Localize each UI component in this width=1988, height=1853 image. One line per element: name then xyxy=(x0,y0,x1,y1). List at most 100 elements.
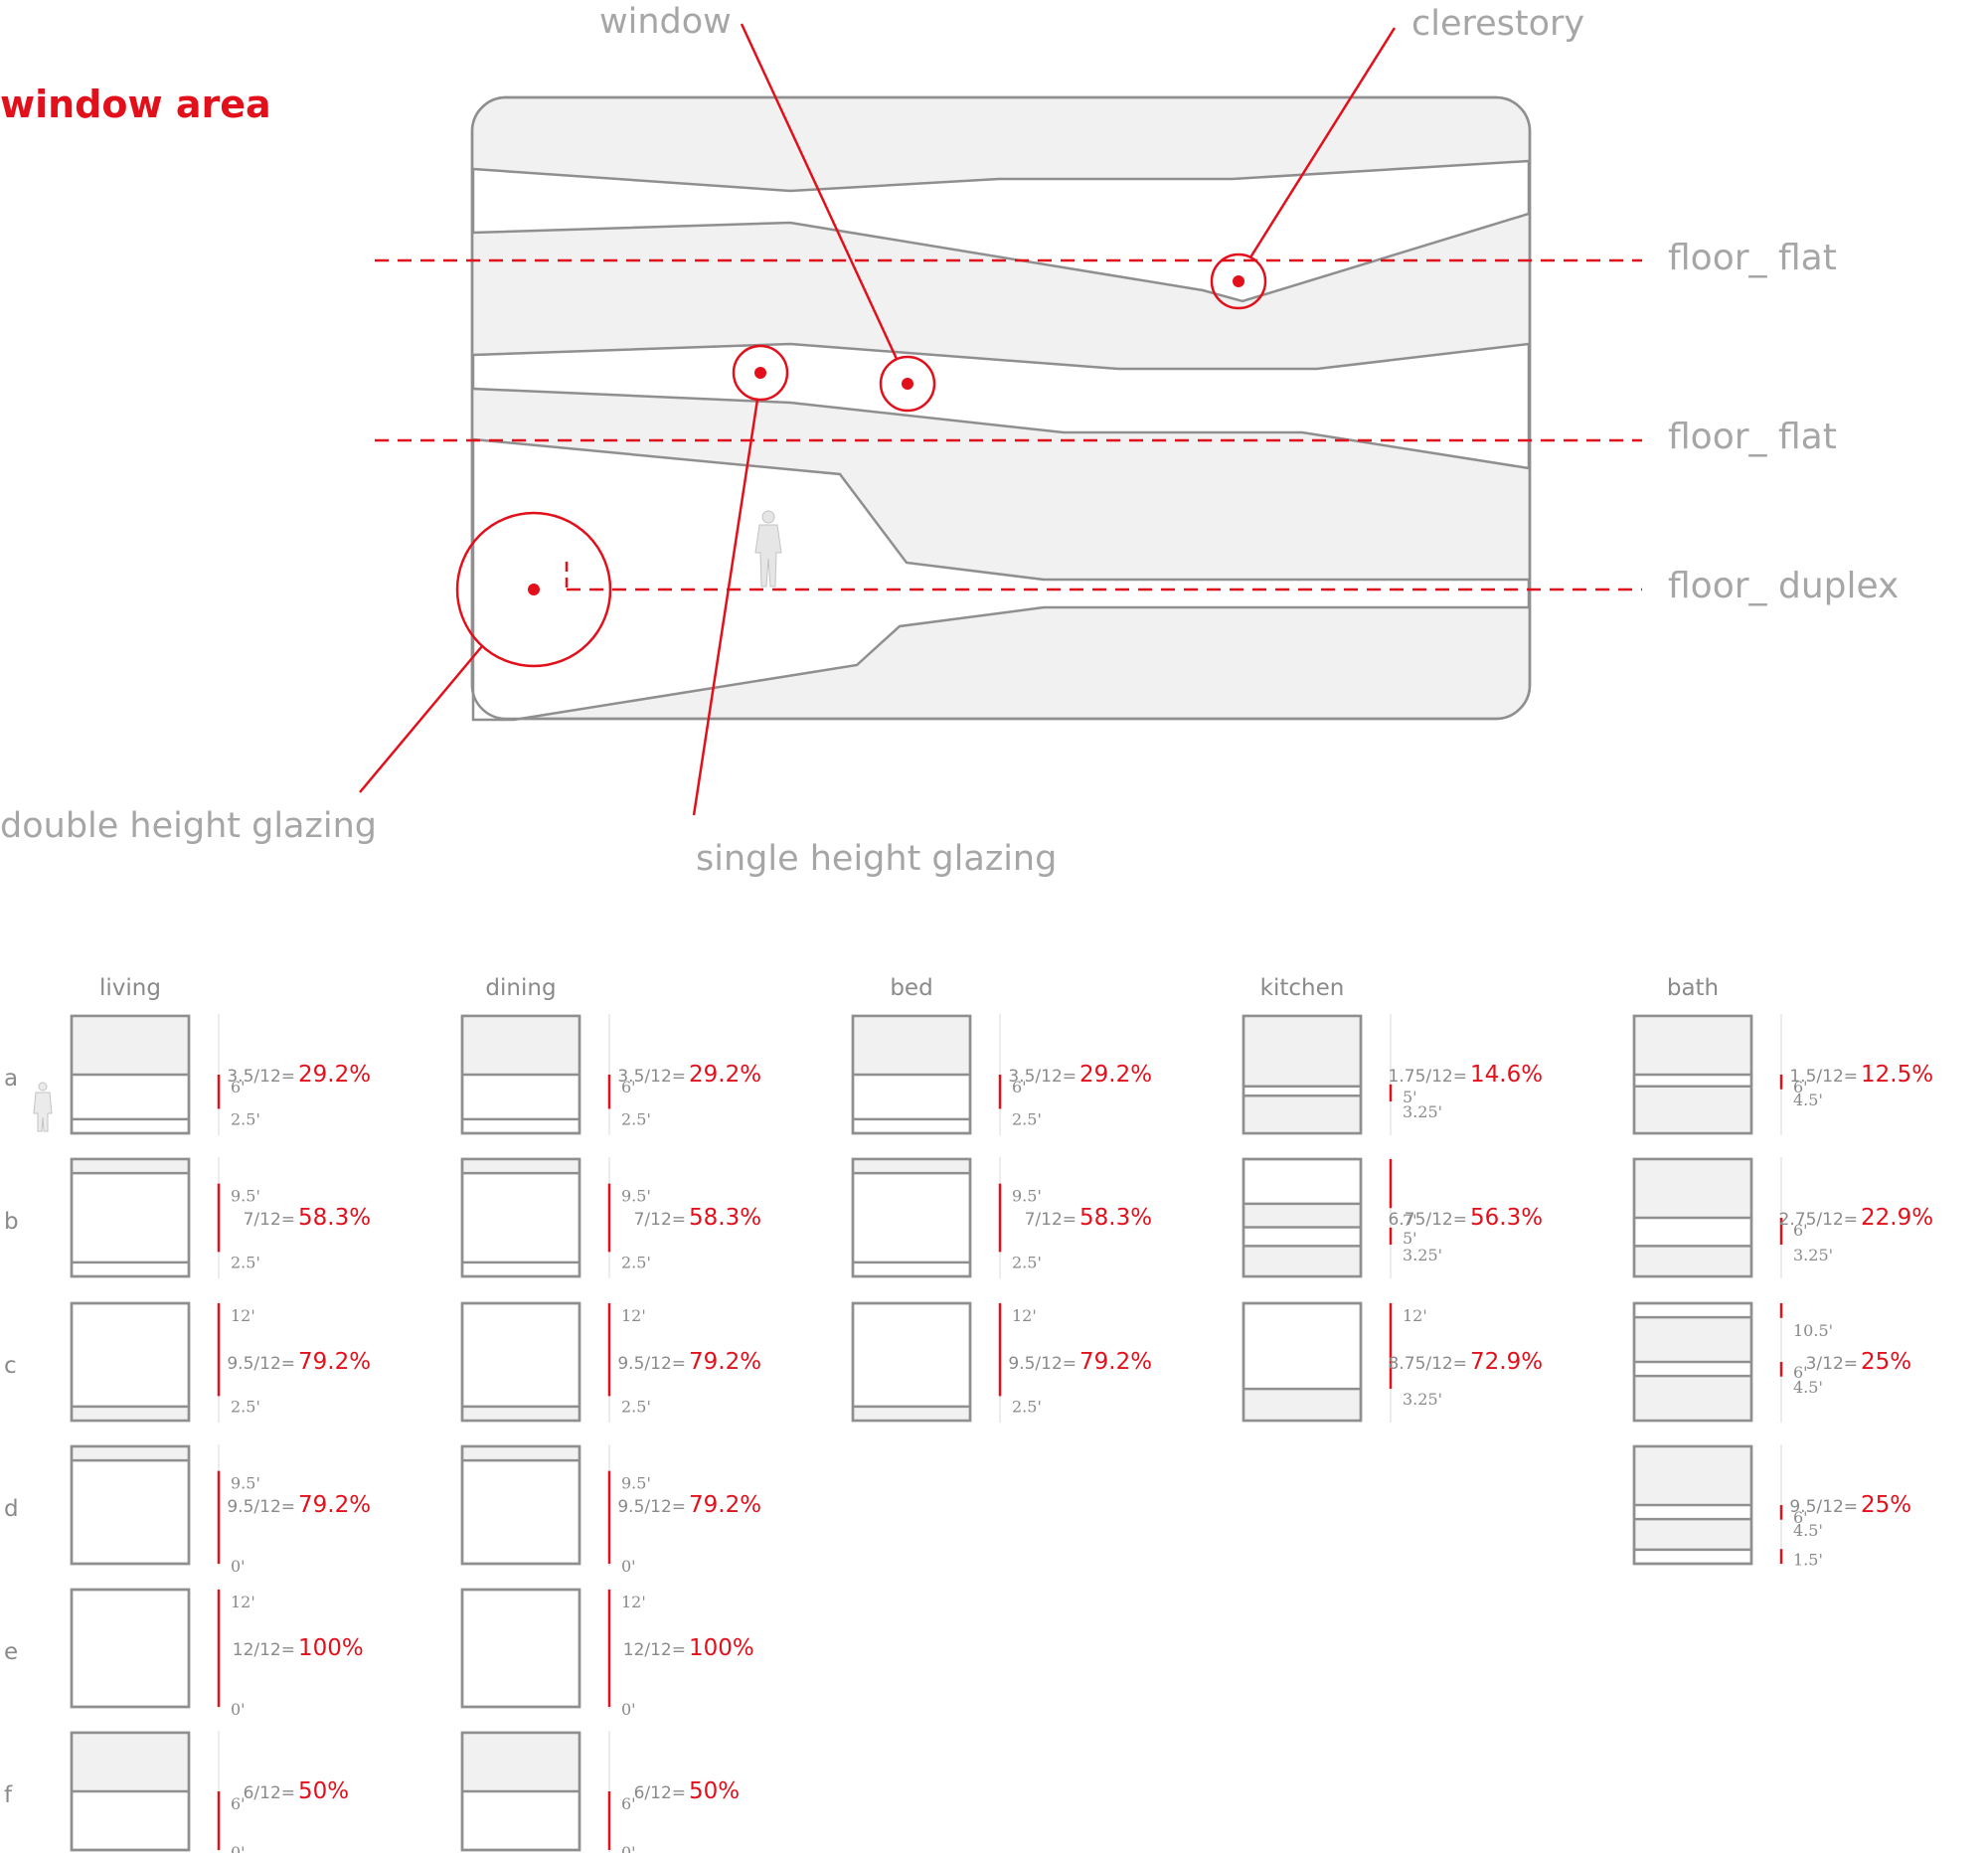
glazing-percent: 14.6% xyxy=(1470,1062,1543,1088)
room-elevation-outline xyxy=(70,1731,191,1852)
mid-dimension: 5' xyxy=(1403,1229,1417,1248)
room-elevation-outline xyxy=(851,1301,972,1423)
wall-band xyxy=(1635,1520,1750,1550)
ratio-formula: 9.5/12= xyxy=(1008,1354,1077,1374)
bottom-dimension: 3.25' xyxy=(1793,1246,1833,1264)
cell-bed-b: 9.5'2.5'7/12=58.3% xyxy=(851,1157,1152,1278)
wall-band xyxy=(463,1447,579,1461)
cell-bath-a: 6'4.5'1.5/12=12.5% xyxy=(1632,1014,1933,1135)
wall-band xyxy=(463,1407,579,1421)
glazing-percent: 22.9% xyxy=(1861,1205,1933,1231)
top-dimension: 9.5' xyxy=(231,1187,260,1206)
bottom-dimension: 2.5' xyxy=(1012,1109,1042,1128)
ratio-formula: 2.75/12= xyxy=(1779,1210,1858,1230)
column-header-bath: bath xyxy=(1667,975,1719,1001)
top-dimension: 12' xyxy=(621,1593,646,1611)
top-dimension: 6' xyxy=(621,1078,636,1096)
bottom-dimension: 2.5' xyxy=(231,1109,260,1128)
glazing-percent: 25% xyxy=(1861,1492,1911,1518)
room-elevation-outline xyxy=(1632,1157,1753,1278)
room-elevation-box xyxy=(70,1588,191,1709)
glazing-percent: 58.3% xyxy=(689,1205,761,1231)
glazing-percent: 72.9% xyxy=(1470,1349,1543,1375)
glazing-percent: 58.3% xyxy=(298,1205,371,1231)
top-dimension: 6' xyxy=(1012,1078,1027,1096)
callout-clerestory: clerestory xyxy=(1411,4,1584,44)
room-elevation-outline xyxy=(1632,1301,1753,1423)
top-dimension: 12' xyxy=(231,1593,255,1611)
ratio-formula: 8.75/12= xyxy=(1389,1354,1467,1374)
bottom-dimension: 2.5' xyxy=(621,1253,651,1271)
ratio-formula: 7/12= xyxy=(244,1210,295,1230)
page-title: window area xyxy=(0,83,271,126)
person-figure-icon xyxy=(754,510,782,588)
room-elevation-box xyxy=(460,1588,581,1709)
clerestory-marker xyxy=(1210,27,1397,310)
bottom-dimension: 0' xyxy=(231,1843,246,1853)
ratio-formula: 9.5/12= xyxy=(227,1497,295,1517)
wall-band xyxy=(854,1017,969,1075)
top-dimension: 6' xyxy=(1793,1078,1808,1096)
room-elevation-box xyxy=(460,1301,581,1423)
ratio-formula: 3.5/12= xyxy=(227,1067,295,1087)
room-elevation-outline xyxy=(70,1157,191,1278)
glazing-percent: 56.3% xyxy=(1470,1205,1543,1231)
bottom-dimension: 0' xyxy=(231,1557,246,1576)
bottom-dimension: 2.5' xyxy=(231,1397,260,1416)
glazing-percent: 79.2% xyxy=(298,1349,371,1375)
cell-living-d: 9.5'0'9.5/12=79.2% xyxy=(70,1444,371,1576)
room-elevation-outline xyxy=(851,1157,972,1278)
bottom-dimension: 1.5' xyxy=(1793,1550,1823,1569)
top-dimension: 12' xyxy=(231,1306,255,1325)
glazing-percent: 79.2% xyxy=(689,1349,761,1375)
wall-band xyxy=(1244,1096,1360,1133)
room-elevation-outline xyxy=(460,1588,581,1709)
glazing-percent: 29.2% xyxy=(298,1062,371,1088)
cell-dining-d: 9.5'0'9.5/12=79.2% xyxy=(460,1444,761,1576)
room-elevation-outline xyxy=(460,1301,581,1423)
column-header-living: living xyxy=(99,975,161,1001)
window-marker xyxy=(740,23,936,413)
cell-living-f: 6'0'6/12=50% xyxy=(70,1731,349,1853)
top-dimension: 9.5' xyxy=(621,1474,651,1493)
callout-window: window xyxy=(599,2,732,42)
room-elevation-outline xyxy=(1242,1301,1363,1423)
mid-dimension: 4.5' xyxy=(1793,1521,1823,1540)
glazing-percent: 50% xyxy=(298,1778,349,1804)
cell-living-b: 9.5'2.5'7/12=58.3% xyxy=(70,1157,371,1278)
top-dimension: 5' xyxy=(1403,1088,1417,1106)
ratio-formula: 9.5/12= xyxy=(227,1354,295,1374)
wall-band xyxy=(1635,1377,1750,1421)
glazing-percent: 79.2% xyxy=(1079,1349,1152,1375)
callout-single-height: single height glazing xyxy=(696,839,1057,879)
bottom-dimension: 0' xyxy=(621,1843,636,1853)
cell-dining-a: 6'2.5'3.5/12=29.2% xyxy=(460,1014,761,1135)
cell-bed-a: 6'2.5'3.5/12=29.2% xyxy=(851,1014,1152,1135)
double-height-marker xyxy=(359,511,612,793)
top-dimension: 12' xyxy=(621,1306,646,1325)
glazing-percent: 50% xyxy=(689,1778,740,1804)
floor-label-3: floor_ duplex xyxy=(1668,566,1899,606)
cell-dining-e: 12'0'12/12=100% xyxy=(460,1588,754,1719)
wall-band xyxy=(1635,1160,1750,1218)
wall-band xyxy=(1635,1447,1750,1505)
cell-kitchen-b: 7'5'3.25'6.75/12=56.3% xyxy=(1242,1157,1543,1278)
top-dimension: 6' xyxy=(621,1794,636,1813)
glazing-percent: 25% xyxy=(1861,1349,1911,1375)
floor-label-2: floor_ flat xyxy=(1668,417,1837,457)
cell-dining-f: 6' 0' 6/12=50% xyxy=(460,1731,740,1853)
cell-living-c: 12' 2.5' 9.5/12=79.2% xyxy=(70,1301,371,1423)
room-elevation-box xyxy=(851,1301,972,1423)
room-elevation-outline xyxy=(460,1014,581,1135)
ratio-formula: 6/12= xyxy=(634,1783,686,1803)
cell-kitchen-c: 12'3.25'8.75/12=72.9% xyxy=(1242,1301,1543,1423)
row-label-e: e xyxy=(4,1639,18,1665)
cell-kitchen-a: 5'3.25'1.75/12=14.6% xyxy=(1242,1014,1543,1135)
wall-band xyxy=(463,1017,579,1075)
wall-band xyxy=(1244,1247,1360,1276)
cell-living-e: 12'0'12/12=100% xyxy=(70,1588,364,1719)
room-elevation-outline xyxy=(460,1731,581,1852)
bottom-dimension: 0' xyxy=(621,1557,636,1576)
wall-band xyxy=(1635,1247,1750,1276)
wall-band xyxy=(854,1407,969,1421)
